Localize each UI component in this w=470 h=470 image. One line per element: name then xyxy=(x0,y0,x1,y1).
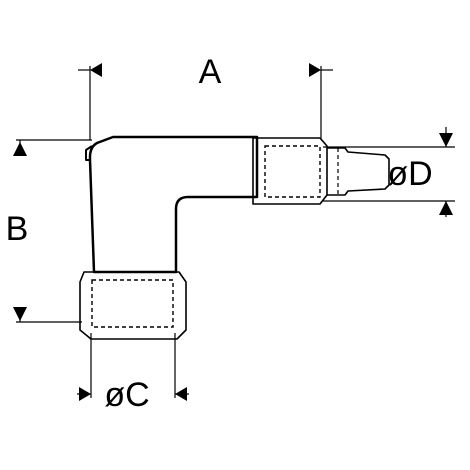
dim-c-arrow-right xyxy=(175,387,187,401)
dim-b-label: B xyxy=(6,210,29,248)
right-boot-inner-dashed xyxy=(264,145,321,198)
bottom-boot-outline xyxy=(79,271,187,340)
dim-b-arrow-bottom xyxy=(13,307,27,321)
dim-a-arrow-right xyxy=(309,63,321,77)
elbow-body-outline xyxy=(88,135,259,274)
terminal-outline xyxy=(327,147,390,196)
bottom-boot-inner-dashed xyxy=(91,279,174,328)
dim-b-arrow-top xyxy=(13,142,27,156)
right-boot-outline xyxy=(252,137,328,205)
dim-d-label: øD xyxy=(387,155,432,193)
dim-d-arrow-bottom xyxy=(439,201,453,215)
dim-c-label: øC xyxy=(104,376,149,414)
dim-a-label: A xyxy=(199,53,222,91)
dim-c-arrow-left xyxy=(79,387,91,401)
elbow-top-nub xyxy=(85,145,93,161)
dim-d-arrow-top xyxy=(439,133,453,147)
dim-a-arrow-left xyxy=(90,63,102,77)
